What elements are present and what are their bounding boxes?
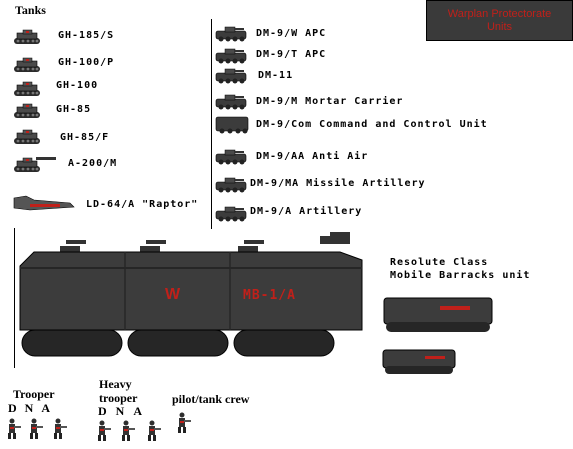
unit-label-gh-100p: GH-100/P — [58, 57, 115, 68]
heavy-letter-n: N — [115, 404, 134, 418]
mobile-barracks-sprite — [19, 232, 363, 357]
vehicle-sprite-dm-11 — [215, 68, 247, 84]
trooper-sprite-a — [54, 418, 67, 439]
unit-label-dm-9w: DM-9/W APC — [256, 28, 327, 39]
unit-label-gh-185s: GH-185/S — [58, 30, 115, 41]
trooper-sprite-d — [8, 418, 21, 439]
resolute-sprite-lower — [382, 349, 456, 374]
trooper-sprite-n — [30, 418, 43, 439]
heavy-trooper-sprite-n — [122, 420, 135, 441]
tank-sprite-gh-100p — [13, 57, 41, 73]
tanks-heading: Tanks — [15, 3, 46, 17]
heavy-letter-d: D — [98, 404, 116, 418]
heavy-trooper-sprite-a — [148, 420, 161, 441]
unit-label-dm-11: DM-11 — [258, 70, 294, 81]
banner-title-line1: Warplan Protectorate — [447, 7, 552, 20]
unit-label-dm-9m: DM-9/M Mortar Carrier — [256, 96, 404, 107]
trooper-letters: DNA — [8, 401, 58, 416]
unit-label-dm-9t: DM-9/T APC — [256, 49, 327, 60]
unit-label-dm-9aa: DM-9/AA Anti Air — [256, 151, 369, 162]
tank-sprite-gh-85 — [13, 103, 41, 119]
banner-title-line2: Units — [486, 20, 513, 33]
crew-sprite — [178, 412, 191, 433]
crew-label: pilot/tank crew — [172, 392, 250, 406]
unit-label-a-200m: A-200/M — [68, 158, 118, 169]
resolute-sprite-side — [383, 297, 493, 332]
vehicle-sprite-dm-9w — [215, 26, 247, 42]
heavy-letter-a: A — [133, 404, 152, 418]
heavy-trooper-label-line1: Heavy — [99, 377, 132, 391]
vehicle-sprite-dm-9ma — [215, 177, 247, 193]
trooper-letter-a: A — [41, 401, 59, 415]
vehicle-sprite-dm-9t — [215, 48, 247, 64]
trooper-label: Trooper — [13, 387, 55, 401]
heavy-trooper-label-line2: trooper — [99, 391, 138, 405]
tank-sprite-gh-85f — [13, 129, 41, 145]
tank-sprite-gh-185s — [13, 29, 41, 45]
faction-banner: Warplan Protectorate Units — [426, 0, 573, 41]
heavy-trooper-sprite-d — [98, 420, 111, 441]
heavy-trooper-letters: DNA — [98, 404, 151, 419]
unit-label-dm-9a: DM-9/A Artillery — [250, 206, 363, 217]
vehicle-sprite-dm-9aa — [215, 149, 247, 165]
unit-label-dm-9ma: DM-9/MA Missile Artillery — [250, 178, 426, 189]
unit-label-gh-85: GH-85 — [56, 104, 92, 115]
artillery-sprite-a-200m — [13, 157, 56, 173]
unit-label-gh-85f: GH-85/F — [60, 132, 110, 143]
trooper-letter-d: D — [8, 401, 25, 415]
trooper-letter-n: N — [24, 401, 42, 415]
vehicle-sprite-dm-9m — [215, 94, 247, 110]
resolute-title-line1: Resolute Class — [390, 257, 489, 268]
aircraft-sprite-ld-64a — [13, 195, 75, 211]
tank-sprite-gh-100 — [13, 81, 41, 97]
unit-label-dm-9com: DM-9/Com Command and Control Unit — [256, 119, 488, 130]
barracks-hull-marking: MB-1/A — [243, 288, 296, 303]
resolute-title-line2: Mobile Barracks unit — [390, 270, 531, 281]
unit-label-gh-100: GH-100 — [56, 80, 99, 91]
column-divider — [211, 19, 212, 229]
unit-label-ld-64a: LD-64/A "Raptor" — [86, 199, 199, 210]
vehicle-sprite-dm-9com — [215, 116, 249, 134]
vehicle-sprite-dm-9a — [215, 206, 247, 222]
left-divider — [14, 228, 15, 368]
barracks-logo: W — [165, 286, 181, 303]
